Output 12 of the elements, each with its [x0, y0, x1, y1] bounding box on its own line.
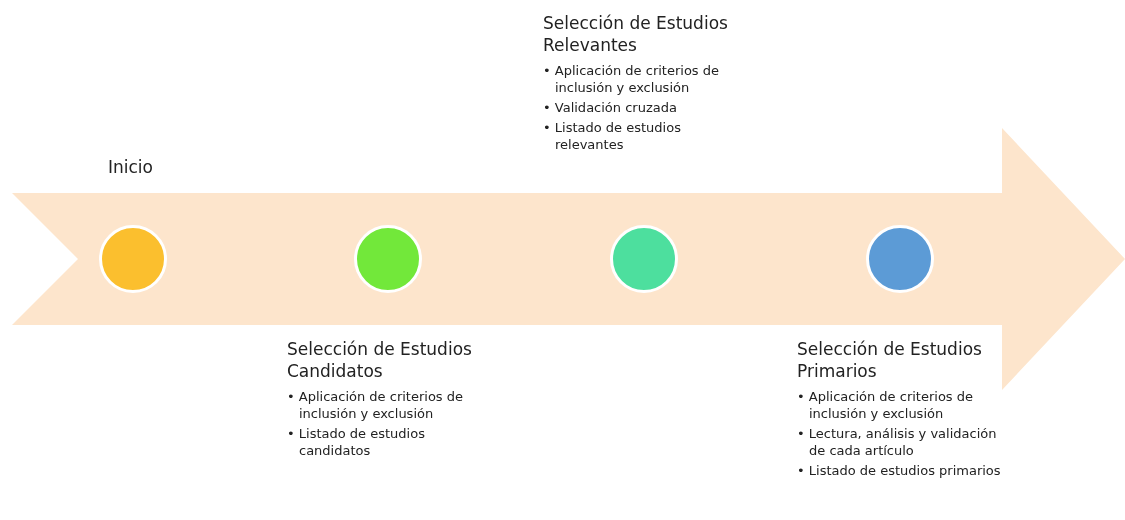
- stage-heading: Selección de Estudios Relevantes: [543, 12, 729, 56]
- stage-heading: Selección de Estudios Candidatos: [287, 338, 473, 382]
- bullet-item: • Aplicación de criterios de inclusión y exclusión: [797, 388, 974, 422]
- bullet-item: • Listado de estudios candidatos: [287, 425, 426, 459]
- stage-heading: Inicio: [108, 156, 154, 178]
- bullet-item: • Listado de estudios primarios: [797, 462, 1002, 479]
- bullet-item: • Lectura, análisis y validación de cada artículo: [797, 425, 998, 459]
- bullet-item: • Listado de estudios relevantes: [543, 119, 682, 153]
- bullet-item: • Validación cruzada: [543, 99, 678, 116]
- stage-heading: Selección de Estudios Primarios: [797, 338, 983, 382]
- bullet-item: • Aplicación de criterios de inclusión y exclusión: [543, 62, 720, 96]
- bullet-item: • Aplicación de criterios de inclusión y exclusión: [287, 388, 464, 422]
